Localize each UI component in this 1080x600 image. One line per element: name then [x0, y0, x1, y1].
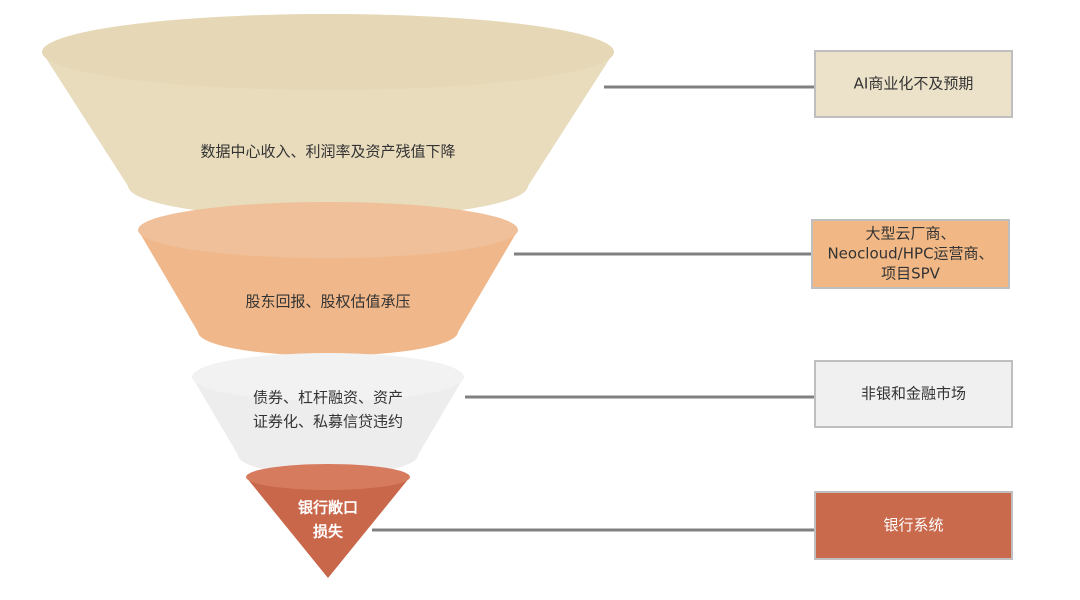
funnel-layer-body	[42, 52, 614, 219]
side-box-rect	[814, 50, 1013, 118]
funnel-layer-body	[192, 377, 464, 476]
side-box-label: 大型云厂商、	[865, 225, 955, 243]
side-box-rect	[814, 360, 1013, 428]
side-box-rect	[811, 219, 1010, 289]
side-box-1: AI商业化不及预期	[814, 50, 1013, 118]
side-box-label: 非银和金融市场	[861, 385, 966, 403]
funnel-layer-2: 股东回报、股权估值承压	[138, 202, 518, 356]
funnel-layer-top	[138, 202, 518, 258]
side-box-3: 非银和金融市场	[814, 360, 1013, 428]
side-box-label: 银行系统	[883, 516, 943, 534]
funnel-layer-top	[246, 464, 410, 490]
funnel-layer-label: 损失	[313, 523, 344, 541]
side-box-label: Neocloud/HPC运营商、	[827, 245, 993, 263]
funnel-layer-top	[42, 14, 614, 90]
side-box-label: AI商业化不及预期	[854, 75, 974, 93]
funnel-layer-body	[246, 477, 410, 578]
funnel-layer-label: 股东回报、股权估值承压	[245, 293, 410, 311]
side-box-rect	[814, 491, 1013, 560]
funnel-layer-top	[192, 353, 464, 401]
side-box-label: 项目SPV	[881, 265, 941, 283]
funnel-layer-label: 债券、杠杆融资、资产	[253, 389, 403, 407]
side-box-2: 大型云厂商、 Neocloud/HPC运营商、项目SPV	[811, 219, 1010, 289]
funnel-layer-label: 证券化、私募信贷违约	[253, 413, 403, 431]
funnel-layer-label: 银行敞口	[298, 499, 358, 517]
funnel-layer-1: 数据中心收入、利润率及资产残值下降	[42, 14, 614, 219]
side-box-4: 银行系统	[814, 491, 1013, 560]
funnel-layer-body	[138, 230, 518, 356]
funnel-layer-label: 数据中心收入、利润率及资产残值下降	[200, 143, 455, 161]
